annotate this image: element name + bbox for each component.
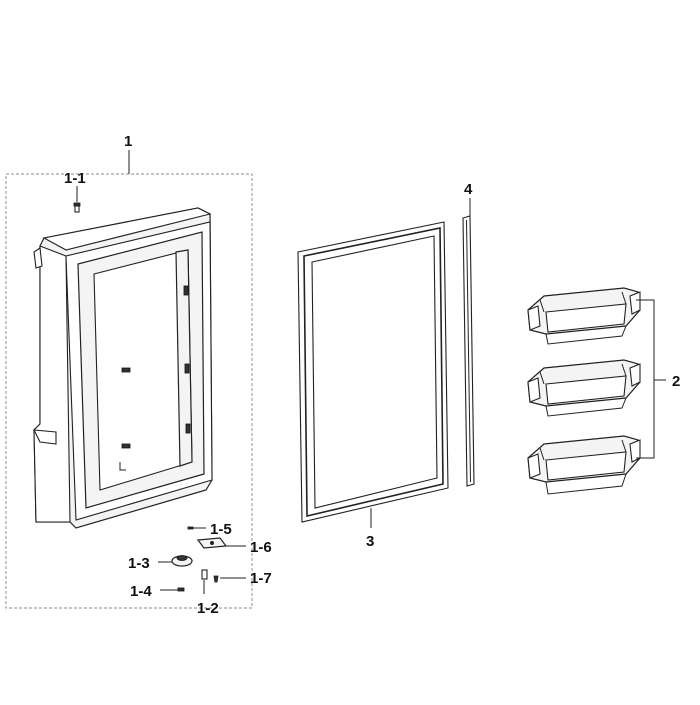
label-pin: 1-2 (197, 600, 219, 617)
door-guards-bracket (636, 299, 666, 459)
hinge-plate-hole (210, 541, 214, 545)
label-bolt: 1-7 (250, 570, 272, 587)
door-guard-bin (527, 359, 641, 417)
label-cap-strip: 4 (464, 181, 473, 198)
label-hinge-bushing: 1-3 (128, 555, 150, 572)
door-hinge-tab (33, 247, 43, 269)
door-right-rail (175, 249, 193, 467)
door-hinge-notch (33, 429, 57, 445)
washer-part (187, 526, 194, 530)
label-gasket: 3 (366, 533, 374, 550)
door-guards-group (527, 287, 666, 495)
door-lower-bracket (119, 462, 126, 471)
gasket-inner (311, 235, 438, 509)
shelf-slot-icon (185, 423, 191, 434)
label-screw: 1-1 (64, 170, 86, 187)
bolt-part (213, 575, 219, 583)
shelf-slot-icon (184, 363, 190, 374)
label-washer: 1-5 (210, 521, 232, 538)
small-screw-part (177, 587, 185, 592)
cap-strip-groove (466, 219, 471, 483)
label-hinge-plate: 1-6 (250, 539, 272, 556)
shelf-slot-icon (121, 367, 131, 373)
shelf-slot-icon (183, 285, 189, 296)
label-small-screw: 1-4 (130, 583, 152, 600)
label-door-guards: 2 (672, 373, 680, 390)
gasket-profile (303, 227, 444, 518)
pin-part (201, 569, 208, 580)
door-guard-bin (527, 435, 641, 495)
shelf-slot-icon (121, 443, 131, 449)
door-top-edge (42, 207, 212, 251)
cap-strip-group (462, 198, 475, 487)
screw-part (73, 202, 81, 213)
door-assembly-group (5, 150, 253, 609)
gasket-group (297, 221, 449, 528)
label-door-assembly: 1 (124, 133, 132, 150)
hinge-bushing-top (176, 555, 188, 561)
door-guard-bin (527, 287, 641, 345)
